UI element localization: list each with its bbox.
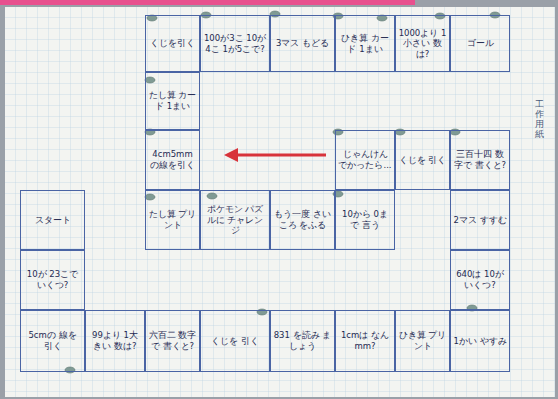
- goal-start-cell: スタート: [20, 190, 85, 250]
- board-cell: 99より 1大きい 数は?: [85, 310, 145, 372]
- board-cell: じゃんけん でかったら...: [335, 130, 395, 190]
- board-cell: 1cmは なんmm?: [335, 310, 395, 372]
- cell-text: 六百二 数字で 書くと?: [148, 330, 197, 351]
- board-cell: 3マス もどる: [270, 15, 335, 72]
- pink-strip: [0, 0, 415, 5]
- cell-text: スタート: [35, 215, 71, 226]
- board-cell: たし算 カード 1まい: [145, 72, 200, 130]
- board-cell: 10から 0まで 言う: [335, 190, 395, 250]
- cell-text: 4cm5mm の線を引く: [148, 149, 197, 170]
- board-cell: 640は 10が いくつ?: [450, 250, 510, 310]
- board-cell: 4cm5mm の線を引く: [145, 130, 200, 190]
- cell-text: 10が 23こで いくつ?: [23, 269, 82, 290]
- cell-text: ひき算 カード 1まい: [338, 33, 392, 54]
- cell-text: 10から 0まで 言う: [338, 209, 392, 230]
- board-cell: ひき算 プリント: [395, 310, 450, 372]
- goal-start-cell: ゴール: [450, 15, 510, 72]
- board-cell: 5cmの 線を 引く: [20, 310, 85, 372]
- cell-text: ポケモン パズルに チャレンジ: [203, 204, 267, 236]
- board-cell: ひき算 カード 1まい: [335, 15, 395, 72]
- board-cell: 1かい やすみ: [450, 310, 510, 372]
- board-cell: たし算 プリント: [145, 190, 200, 250]
- cell-text: 99より 1大きい 数は?: [88, 330, 142, 351]
- board-cell: 10が 23こで いくつ?: [20, 250, 85, 310]
- board-cell: 三百十四 数字で 書くと?: [450, 130, 510, 190]
- cell-text: ひき算 プリント: [398, 330, 447, 351]
- cell-text: くじを 引く: [399, 155, 447, 166]
- cell-text: 100が3こ 10が4こ 1が5こで?: [203, 33, 267, 54]
- cell-text: 2マス すすむ: [453, 215, 506, 226]
- board-cell: 100が3こ 10が4こ 1が5こで?: [200, 15, 270, 72]
- board-cell: 六百二 数字で 書くと?: [145, 310, 200, 372]
- board-cell: くじを引く: [145, 15, 200, 72]
- cell-text: たし算 プリント: [148, 209, 197, 230]
- paper-brand-label: 工作用紙: [535, 100, 544, 140]
- cell-text: たし算 カード 1まい: [148, 90, 197, 111]
- cell-text: 1000より 1小さい 数は?: [398, 28, 447, 60]
- cell-text: くじを引く: [150, 38, 195, 49]
- cell-text: 5cmの 線を 引く: [23, 330, 82, 351]
- cell-text: 1cmは なんmm?: [338, 330, 392, 351]
- board-cell: 1000より 1小さい 数は?: [395, 15, 450, 72]
- cell-text: 1かい やすみ: [453, 336, 506, 347]
- board-cell: 831 を読み ましょう: [270, 310, 335, 372]
- cell-text: 831 を読み ましょう: [273, 330, 332, 351]
- magnet-clips: [65, 11, 500, 373]
- board-cell: 2マス すすむ: [450, 190, 510, 250]
- board-cell: ポケモン パズルに チャレンジ: [200, 190, 270, 250]
- cell-text: じゃんけん でかったら...: [338, 149, 392, 170]
- board-cell: もう一度 さいころ をふる: [270, 190, 335, 250]
- cell-text: もう一度 さいころ をふる: [273, 209, 332, 230]
- board-cell: くじを 引く: [395, 130, 450, 190]
- red-arrow: [224, 148, 326, 162]
- board-cell: くじを 引く: [200, 310, 270, 372]
- cell-text: 3マス もどる: [276, 38, 329, 49]
- cell-text: ゴール: [467, 38, 494, 49]
- paper-sheet: [5, 7, 555, 397]
- grid-lines: [5, 7, 555, 397]
- cell-text: 640は 10が いくつ?: [453, 269, 507, 290]
- cell-text: 三百十四 数字で 書くと?: [453, 149, 507, 170]
- cell-text: くじを 引く: [211, 336, 259, 347]
